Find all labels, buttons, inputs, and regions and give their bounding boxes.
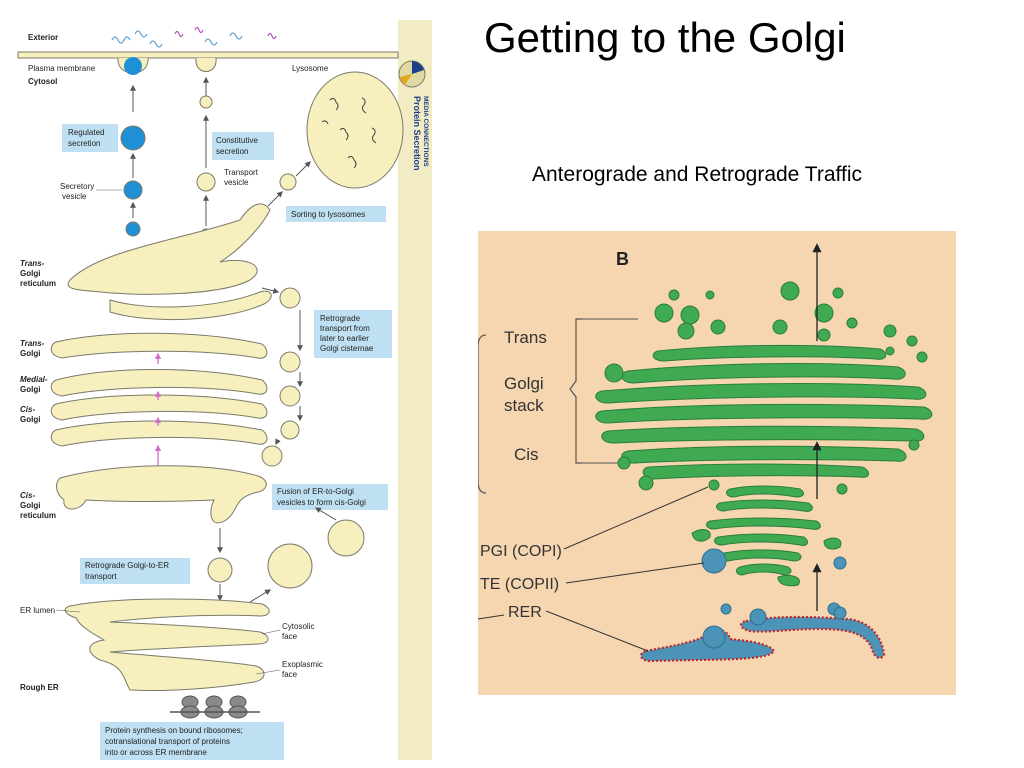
- trans-golgi-cisterna: [50, 332, 268, 359]
- ribosomes: [180, 695, 248, 719]
- box-retrograde-line3: later to earlier: [320, 334, 369, 343]
- transport-vesicle: [196, 172, 216, 192]
- box-regulated-secretion-line1: Regulated: [68, 128, 104, 137]
- label-secretory-vesicle: Secretory: [60, 182, 94, 191]
- box-fusion-line1: Fusion of ER-to-Golgi: [277, 487, 354, 496]
- label-transport-vesicle-2: vesicle: [224, 178, 249, 187]
- label-cytosolic-face-1: Cytosolic: [282, 622, 314, 631]
- box-retrograde-transport: [314, 310, 392, 358]
- secretory-pathway-diagram: MEDIA CONNECTIONS Protein Secretion Exte…: [17, 20, 432, 760]
- label-er-lumen: ER lumen: [20, 606, 55, 615]
- label-lysosome: Lysosome: [292, 64, 329, 73]
- cis-golgi-reticulum: [56, 465, 267, 524]
- box-synthesis-line2: cotranslational transport of proteins: [105, 737, 230, 746]
- label-pgi-copi: PGI (COPI): [480, 543, 562, 560]
- label-trans-golgi-2: Golgi: [20, 349, 40, 358]
- lysosome: [306, 71, 404, 189]
- box-regulated-secretion-line2: secretion: [68, 139, 100, 148]
- label-secretory-vesicle-2: vesicle: [62, 192, 87, 201]
- label-medial-golgi-1: Medial-: [20, 375, 48, 384]
- golgi-cisternae: [595, 344, 933, 480]
- box-retrograde-line2: transport from: [320, 324, 370, 333]
- medial-golgi-cisterna: [50, 369, 268, 397]
- label-te-copii: TE (COPII): [480, 576, 559, 593]
- label-plasma-membrane: Plasma membrane: [28, 64, 96, 73]
- label-transport-vesicle: Transport: [224, 168, 259, 177]
- label-rer: RER: [508, 604, 542, 621]
- label-trans-golgi-reticulum-3: reticulum: [20, 279, 56, 288]
- label-cis-golgi-reticulum-3: reticulum: [20, 511, 56, 520]
- box-constitutive-secretion-line1: Constitutive: [216, 136, 258, 145]
- golgi-stack-panel: B Trans Golgi stack Cis: [478, 231, 956, 695]
- slide-title: Getting to the Golgi: [484, 14, 846, 61]
- label-exoplasmic-face-2: face: [282, 670, 298, 679]
- ergic-tubules: [691, 485, 842, 587]
- box-retrograde-er-line1: Retrograde Golgi-to-ER: [85, 561, 169, 570]
- label-golgi-stack-1: Golgi: [504, 374, 544, 393]
- label-exterior: Exterior: [28, 33, 58, 42]
- label-cis: Cis: [514, 445, 539, 464]
- label-cis-golgi-reticulum-2: Golgi: [20, 501, 40, 510]
- label-cytosolic-face-2: face: [282, 632, 298, 641]
- label-cis-golgi-2: Golgi: [20, 415, 40, 424]
- slide-subtitle: Anterograde and Retrograde Traffic: [532, 163, 862, 186]
- side-strip: [398, 20, 432, 760]
- box-sorting-lysosomes-text: Sorting to lysosomes: [291, 210, 365, 219]
- label-golgi-stack-2: stack: [504, 396, 544, 415]
- label-trans: Trans: [504, 328, 547, 347]
- label-cis-golgi-reticulum-1: Cis-: [20, 491, 35, 500]
- box-retrograde-golgi-er: [80, 558, 190, 584]
- label-cytosol: Cytosol: [28, 77, 57, 86]
- rough-er: [64, 598, 270, 692]
- box-protein-synthesis: [100, 722, 284, 760]
- panel-letter: B: [616, 249, 629, 269]
- box-synthesis-line3: into or across ER membrane: [105, 748, 207, 757]
- box-retrograde-line4: Golgi cisternae: [320, 344, 374, 353]
- box-fusion-line2: vesicles to form cis-Golgi: [277, 498, 366, 507]
- label-trans-golgi-reticulum-1: Trans-: [20, 259, 45, 268]
- label-exoplasmic-face-1: Exoplasmic: [282, 660, 323, 669]
- box-retrograde-line1: Retrograde: [320, 314, 361, 323]
- secretory-granule: [120, 125, 146, 151]
- label-rough-er: Rough ER: [20, 683, 59, 692]
- panel-background: [478, 231, 956, 695]
- golgi-vesicles: [604, 281, 928, 498]
- side-strip-line2: Protein Secretion: [412, 96, 422, 171]
- box-sorting-lysosomes: [286, 206, 386, 222]
- plasma-membrane: [17, 51, 399, 59]
- box-retrograde-er-line2: transport: [85, 572, 117, 581]
- label-trans-golgi-reticulum-2: Golgi: [20, 269, 40, 278]
- box-synthesis-line1: Protein synthesis on bound ribosomes;: [105, 726, 243, 735]
- box-fusion-er-golgi: [272, 484, 388, 510]
- box-constitutive-secretion-line2: secretion: [216, 147, 248, 156]
- label-medial-golgi-2: Golgi: [20, 385, 40, 394]
- label-cis-golgi-1: Cis-: [20, 405, 35, 414]
- box-regulated-secretion: [62, 124, 118, 152]
- label-trans-golgi-1: Trans-: [20, 339, 45, 348]
- cis-golgi-cisterna: [50, 420, 268, 447]
- side-strip-line1: MEDIA CONNECTIONS: [422, 96, 429, 167]
- box-constitutive-secretion: [212, 132, 274, 160]
- trans-golgi-reticulum: [67, 203, 271, 295]
